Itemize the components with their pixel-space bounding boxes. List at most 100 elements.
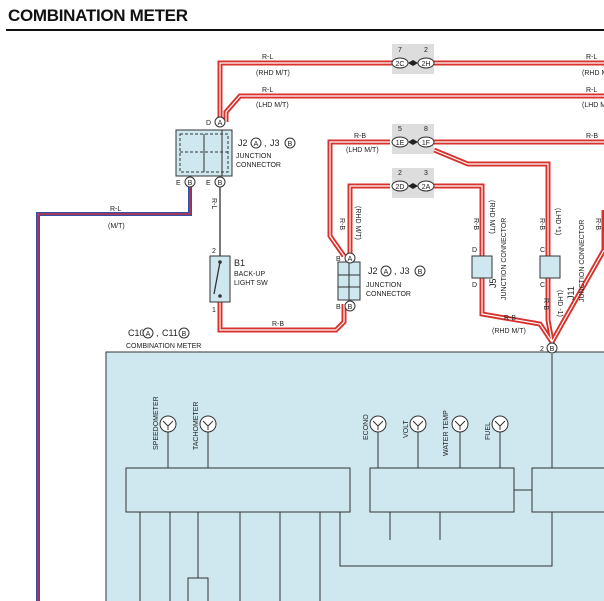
wire-label-r-l-2: R-L xyxy=(586,54,597,61)
svg-text:JUNCTION: JUNCTION xyxy=(366,282,401,289)
svg-text:TACHOMETER: TACHOMETER xyxy=(193,402,200,450)
svg-text:B: B xyxy=(550,346,555,353)
svg-text:B: B xyxy=(182,331,187,338)
svg-text:JUNCTION: JUNCTION xyxy=(236,153,271,160)
pin-2a: 2A xyxy=(417,180,435,192)
svg-text:J2: J2 xyxy=(368,266,378,276)
pin-num-3: 3 xyxy=(424,170,428,177)
svg-text:VOLT: VOLT xyxy=(403,420,410,438)
svg-text:A: A xyxy=(348,256,353,263)
svg-text:B: B xyxy=(218,180,223,187)
svg-text:A: A xyxy=(254,141,259,148)
wire-r-b-1f-right xyxy=(433,139,604,256)
svg-text:,: , xyxy=(156,328,159,338)
switch-pin-bottom: 1 xyxy=(212,307,216,314)
svg-text:CONNECTOR: CONNECTOR xyxy=(236,162,281,169)
wire-label-r-b-3: R-B xyxy=(272,321,284,328)
wire-label-r-b-2: R-B xyxy=(586,133,598,140)
pin-b-top-left: B xyxy=(184,176,196,188)
gauge-tachometer: TACHOMETER xyxy=(193,402,217,450)
svg-text:2A: 2A xyxy=(422,184,431,191)
wire-r-b-lhd xyxy=(327,139,390,258)
wire-label-lhd-plus: (LHD *1) xyxy=(554,208,561,235)
svg-text:A: A xyxy=(218,120,223,127)
pin-2h: 2H xyxy=(417,57,435,69)
svg-text:C10: C10 xyxy=(128,328,145,338)
pin-num-2-mid: 2 xyxy=(398,170,402,177)
gauge-leads xyxy=(167,432,501,468)
svg-text:A: A xyxy=(146,331,151,338)
wire-r-l-lhd xyxy=(223,93,604,122)
meter-block-right xyxy=(531,467,604,513)
wire-r-b-rhd xyxy=(347,183,390,256)
svg-text:B: B xyxy=(348,304,353,311)
svg-text:WATER TEMP: WATER TEMP xyxy=(443,410,450,456)
junction-block-mid xyxy=(337,261,361,301)
svg-text:J3: J3 xyxy=(270,138,280,148)
meter-pin-2b: B xyxy=(546,342,558,354)
j5-pin-d-top: D xyxy=(472,247,477,254)
svg-text:1E: 1E xyxy=(396,140,405,147)
pin-num-8: 8 xyxy=(424,126,428,133)
meter-block-bottom xyxy=(187,577,209,601)
pin-num-2-top: 2 xyxy=(424,47,428,54)
meter-pin-2: 2 xyxy=(540,346,544,353)
pin-d-top: D xyxy=(206,120,211,127)
junction-j11 xyxy=(539,255,561,279)
svg-text:B: B xyxy=(288,141,293,148)
wire-label-rhd-2: (RHD M/T) xyxy=(582,70,604,77)
meter-ref: C10 A , C11 B COMBINATION METER xyxy=(126,327,201,350)
svg-text:FUEL: FUEL xyxy=(485,422,492,440)
svg-text:C11: C11 xyxy=(162,328,178,338)
j11-name: JUNCTION CONNECTOR xyxy=(579,220,586,302)
pin-a-mid: A xyxy=(344,252,356,264)
wire-label-rhd-v2: (RHD M/T) xyxy=(488,200,495,234)
junction-block-top xyxy=(175,129,233,177)
svg-text:2H: 2H xyxy=(422,61,431,68)
wire-label-r-l-v: R-L xyxy=(210,198,217,209)
wire-label-r-b-v2: R-B xyxy=(472,218,479,230)
meter-block-left xyxy=(125,467,351,513)
svg-text:2D: 2D xyxy=(396,184,405,191)
wire-label-r-l-4: R-L xyxy=(586,87,597,94)
gauge-volt: VOLT xyxy=(403,415,427,438)
wire-label-r-l-3: R-L xyxy=(262,87,273,94)
wire-label-rhd-v1: (RHD M/T) xyxy=(354,206,361,240)
wire-label-r-l-1: R-L xyxy=(262,54,273,61)
svg-text:COMBINATION METER: COMBINATION METER xyxy=(126,343,201,350)
wire-label-lhd-2: (LHD M/T) xyxy=(582,102,604,109)
pin-num-5: 5 xyxy=(398,126,402,133)
j5-pin-d-bottom: D xyxy=(472,282,477,289)
wire-r-b-into-meter xyxy=(479,210,604,344)
pin-1e: 1E xyxy=(391,136,409,148)
pin-e-2: E xyxy=(206,180,211,187)
pin-b-mid-label-2: B xyxy=(336,304,341,311)
switch-line2: LIGHT SW xyxy=(234,280,268,287)
wire-label-r-b-1: R-B xyxy=(354,133,366,140)
wire-label-rhd-1: (RHD M/T) xyxy=(256,70,290,77)
j5-label: J5 xyxy=(488,278,498,288)
wire-label-lhd-3: (LHD M/T) xyxy=(346,147,379,154)
svg-text:B: B xyxy=(418,269,423,276)
wire-label-mt: (M/T) xyxy=(108,223,125,230)
pin-2c: 2C xyxy=(391,57,409,69)
meter-internal-wiring xyxy=(139,354,553,601)
wire-label-r-b-4: R-B xyxy=(504,315,516,322)
switch-id: B1 xyxy=(234,258,245,268)
pin-b-mid-label: B xyxy=(336,256,341,263)
pin-2d: 2D xyxy=(391,180,409,192)
connector-arrows xyxy=(408,60,418,189)
svg-text:,: , xyxy=(264,138,267,148)
pin-e-1: E xyxy=(176,180,181,187)
pin-1f: 1F xyxy=(417,136,435,148)
wire-label-rhd-3: (RHD M/T) xyxy=(492,328,526,335)
pin-a-top: A xyxy=(214,116,226,128)
wire-label-r-b-v4: R-B xyxy=(594,218,601,230)
svg-text:,: , xyxy=(394,266,397,276)
wire-label-lhd-minus: (LHD -1) xyxy=(556,290,563,317)
svg-text:ECONO: ECONO xyxy=(363,414,370,440)
j11-pin-c-top: C xyxy=(540,247,545,254)
junction-j5 xyxy=(471,255,493,279)
svg-text:2C: 2C xyxy=(396,61,405,68)
